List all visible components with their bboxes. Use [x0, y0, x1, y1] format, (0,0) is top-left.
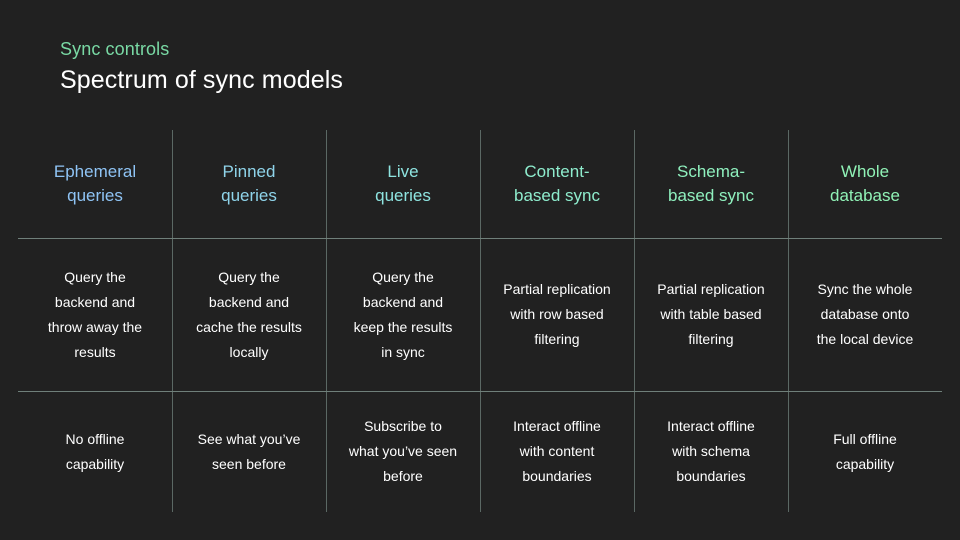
sync-models-table: Ephemeral queries Pinned queries Live qu… — [18, 130, 942, 512]
table-row: Query the backend and cache the results … — [172, 238, 326, 391]
table-header-cell-3: Content- based sync — [480, 130, 634, 238]
offline-cell-2: Subscribe to what you’ve seen before — [348, 418, 458, 484]
offline-cell-3: Interact offline with content boundaries — [513, 418, 601, 484]
table-divider-vertical-3 — [480, 130, 481, 512]
description-cell-0: Query the backend and throw away the res… — [47, 268, 143, 360]
table-header-cell-5: Whole database — [788, 130, 942, 238]
table-row: Sync the whole database onto the local d… — [788, 238, 942, 391]
description-cell-1: Query the backend and cache the results … — [196, 268, 302, 360]
column-header-label-0: Ephemeral queries — [53, 162, 137, 205]
table-row: No offline capability — [18, 391, 172, 512]
description-cell-4: Partial replication with table based fil… — [657, 281, 765, 347]
table-grid: Ephemeral queries Pinned queries Live qu… — [18, 130, 942, 512]
table-header-cell-4: Schema- based sync — [634, 130, 788, 238]
table-row: Interact offline with schema boundaries — [634, 391, 788, 512]
offline-cell-5: Full offline capability — [833, 430, 897, 472]
column-header-label-2: Live queries — [375, 162, 431, 205]
table-row: Partial replication with row based filte… — [480, 238, 634, 391]
table-row: Query the backend and keep the results i… — [326, 238, 480, 391]
table-divider-vertical-5 — [788, 130, 789, 512]
table-divider-vertical-4 — [634, 130, 635, 512]
description-cell-2: Query the backend and keep the results i… — [353, 268, 453, 360]
table-row: Query the backend and throw away the res… — [18, 238, 172, 391]
table-row: See what you’ve seen before — [172, 391, 326, 512]
table-divider-vertical-2 — [326, 130, 327, 512]
description-cell-5: Sync the whole database onto the local d… — [816, 281, 914, 347]
column-header-label-3: Content- based sync — [514, 162, 600, 205]
offline-cell-0: No offline capability — [65, 430, 125, 472]
offline-cell-4: Interact offline with schema boundaries — [667, 418, 755, 484]
slide-eyebrow: Sync controls — [60, 39, 170, 59]
description-cell-3: Partial replication with row based filte… — [503, 281, 611, 347]
table-header-cell-2: Live queries — [326, 130, 480, 238]
offline-cell-1: See what you’ve seen before — [197, 430, 301, 472]
column-header-label-4: Schema- based sync — [668, 162, 754, 205]
column-header-label-1: Pinned queries — [221, 162, 277, 205]
table-divider-vertical-1 — [172, 130, 173, 512]
table-row: Partial replication with table based fil… — [634, 238, 788, 391]
table-row: Subscribe to what you’ve seen before — [326, 391, 480, 512]
table-row: Full offline capability — [788, 391, 942, 512]
table-header-cell-0: Ephemeral queries — [18, 130, 172, 238]
column-header-label-5: Whole database — [830, 162, 900, 205]
page-title: Spectrum of sync models — [60, 66, 343, 94]
table-header-cell-1: Pinned queries — [172, 130, 326, 238]
table-row: Interact offline with content boundaries — [480, 391, 634, 512]
title-block: Sync controls Spectrum of sync models — [60, 38, 343, 95]
